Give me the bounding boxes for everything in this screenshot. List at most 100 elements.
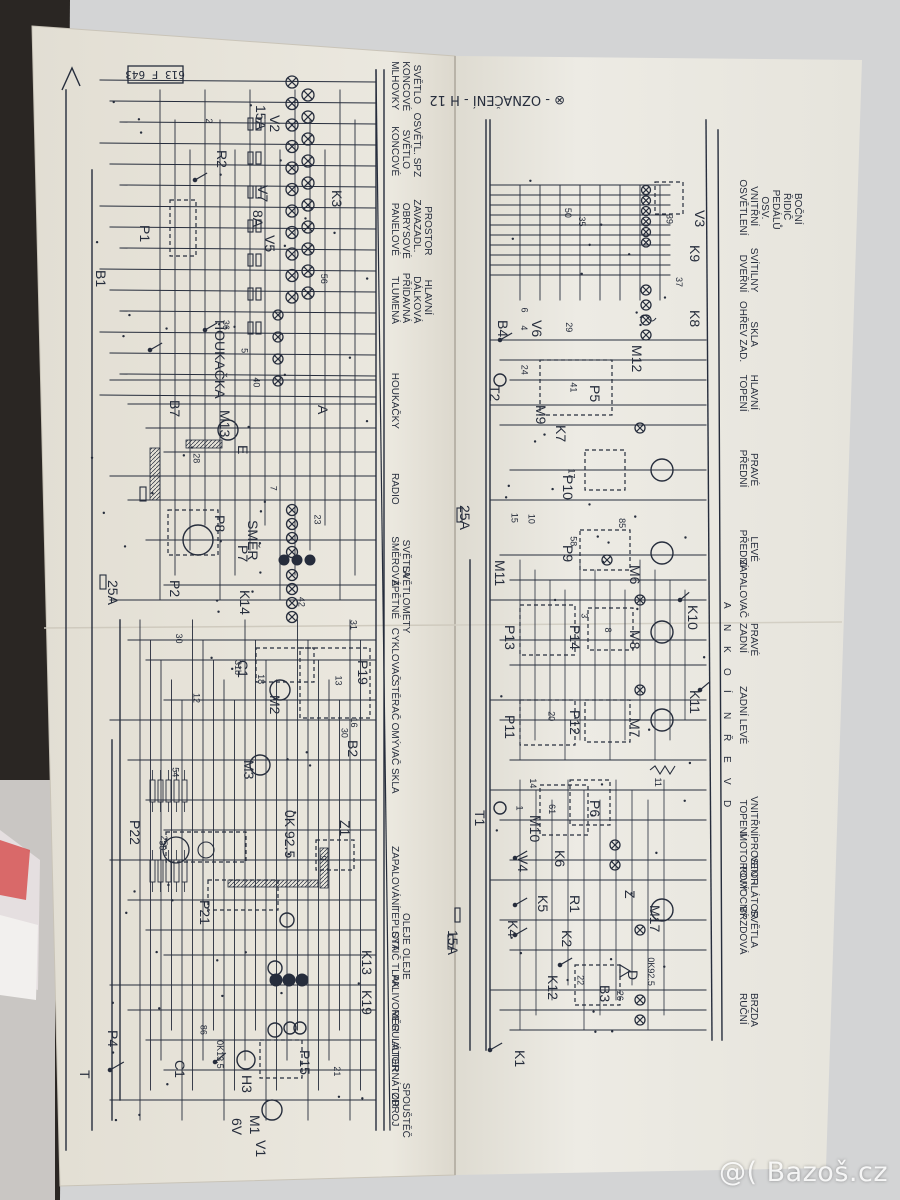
right-label: VNITŘNÍ [748,186,761,226]
legend-marking: ⊗ - OZNAČENÍ - H 12 [429,92,565,108]
component-designator: C1 [172,1060,188,1078]
terminal-number: 2 [204,118,214,123]
component-designator: K19 [359,990,375,1015]
paper-right-half [455,56,862,1175]
component-designator: Z [622,890,638,899]
component-designator: B2 [345,740,361,757]
component-designator: HOUKAČKA [212,320,228,399]
right-label: DVEŘNÍ [737,255,750,293]
component-designator: M6 [627,565,643,585]
component-designator: V7 [255,185,271,202]
component-designator: T [77,1070,93,1079]
component-designator: P8 [212,515,228,532]
terminal-number: 23 [313,514,323,524]
component-designator: 0K 92.5 [282,810,298,858]
component-designator: B4 [495,320,511,337]
terminal-number: 0K92.5 [646,957,656,986]
right-label: OSVĚTLENÍ [737,179,750,235]
component-designator: R2 [214,150,230,168]
terminal-number: 38 [157,840,167,850]
left-label: HOUKAČKY [389,373,402,429]
component-designator: A [315,405,331,415]
terminal-number: 37 [674,277,684,287]
terminal-number: 35 [577,216,587,226]
left-label: PANELOVÉ [389,203,402,256]
component-designator: T2 [487,385,503,402]
left-label: KONCOVÉ [389,126,402,176]
component-designator: M7 [627,718,643,738]
terminal-number: 30 [340,728,350,738]
terminal-numbers: 30503115546186855658134532131b3736353839… [157,118,684,1076]
window-label: O [721,668,732,676]
component-designator: M9 [533,405,549,425]
right-label: OHŘEV ZAD. [737,301,750,362]
right-label: SKLA [748,321,759,347]
component-designator: M2 [267,695,283,715]
terminal-number: 31 [349,620,359,630]
right-label: PROSTOR [748,836,759,885]
component-designator: SMĚR [245,520,261,560]
terminal-number: 3 [579,613,589,618]
terminal-number: 5 [240,348,250,353]
terminal-number: 7 [268,486,278,491]
left-label: ZAVAZADL. [411,199,422,252]
left-label: SVĚTLA [400,540,413,579]
left-label: PROSTOR [422,206,433,255]
terminal-number: 6 [520,307,530,312]
component-designator: K11 [687,690,703,714]
component-designator: P11 [502,715,518,739]
component-designator: K13 [359,950,375,975]
terminal-number: 4 [519,325,529,330]
component-designator: P9 [560,545,576,562]
terminal-number: 42 [296,597,306,607]
window-label: A [721,602,732,609]
left-label: DÁLKOVÁ [411,276,424,324]
component-designator: P6 [587,800,603,817]
window-label: N [721,712,732,719]
circuit-wires [65,69,723,1151]
terminal-number: 25 [159,836,169,846]
watermark: @( Bazoš.cz [718,1157,888,1188]
terminal-number: 54 [170,767,180,777]
left-label: REGULÁTOR [389,1009,402,1071]
left-label: CYKLOVAČ [389,628,402,682]
right-label: PRAVÉ [748,453,761,486]
right-label: ZAPALOVAČ [737,559,750,618]
paper-left-half [32,26,455,1186]
terminal-number: 14 [528,778,538,788]
component-designator: M10 [527,815,543,842]
left-label: SVĚTLO [411,65,424,105]
window-label: K [721,646,732,653]
window-label: Í [721,690,734,693]
component-designator: 6V [229,1118,245,1136]
component-designator: K12 [545,975,561,1000]
component-designator: P13 [502,625,518,650]
terminal-number: 40 [251,377,261,387]
component-designator: K4 [505,920,521,937]
terminal-number: 20 [547,711,557,721]
component-designator: P15 [297,1050,313,1075]
component-designator: P21 [197,900,213,925]
terminal-number: 29 [564,322,574,332]
left-label: OMÝVAČ SKLA [389,723,402,794]
component-designator: V5 [262,235,278,252]
right-label: PRAVÉ [748,623,761,656]
left-label: OLEJE [400,948,411,980]
terminal-number: 56 [319,274,329,284]
component-designator: 15A [445,930,461,956]
terminal-number: 24 [519,365,529,375]
component-designator: 15A [253,105,269,131]
component-designator: P4 [105,1030,121,1047]
right-label: SVĚTLA [748,910,761,949]
right-label: OSV. [759,196,770,219]
right-label: VENTILÁTOR [748,856,761,919]
window-label: Ř [721,734,734,741]
terminal-number: 85 [617,518,627,528]
right-label: MOTOROVÝ [737,833,750,891]
component-designator: B3 [597,985,613,1002]
component-designator: K1 [512,1050,528,1067]
stamp-box [127,65,184,84]
component-designator: P19 [355,660,371,685]
right-label: PŘEDNÍ [737,530,750,568]
stamp-number: 613 F 643 [125,68,185,81]
